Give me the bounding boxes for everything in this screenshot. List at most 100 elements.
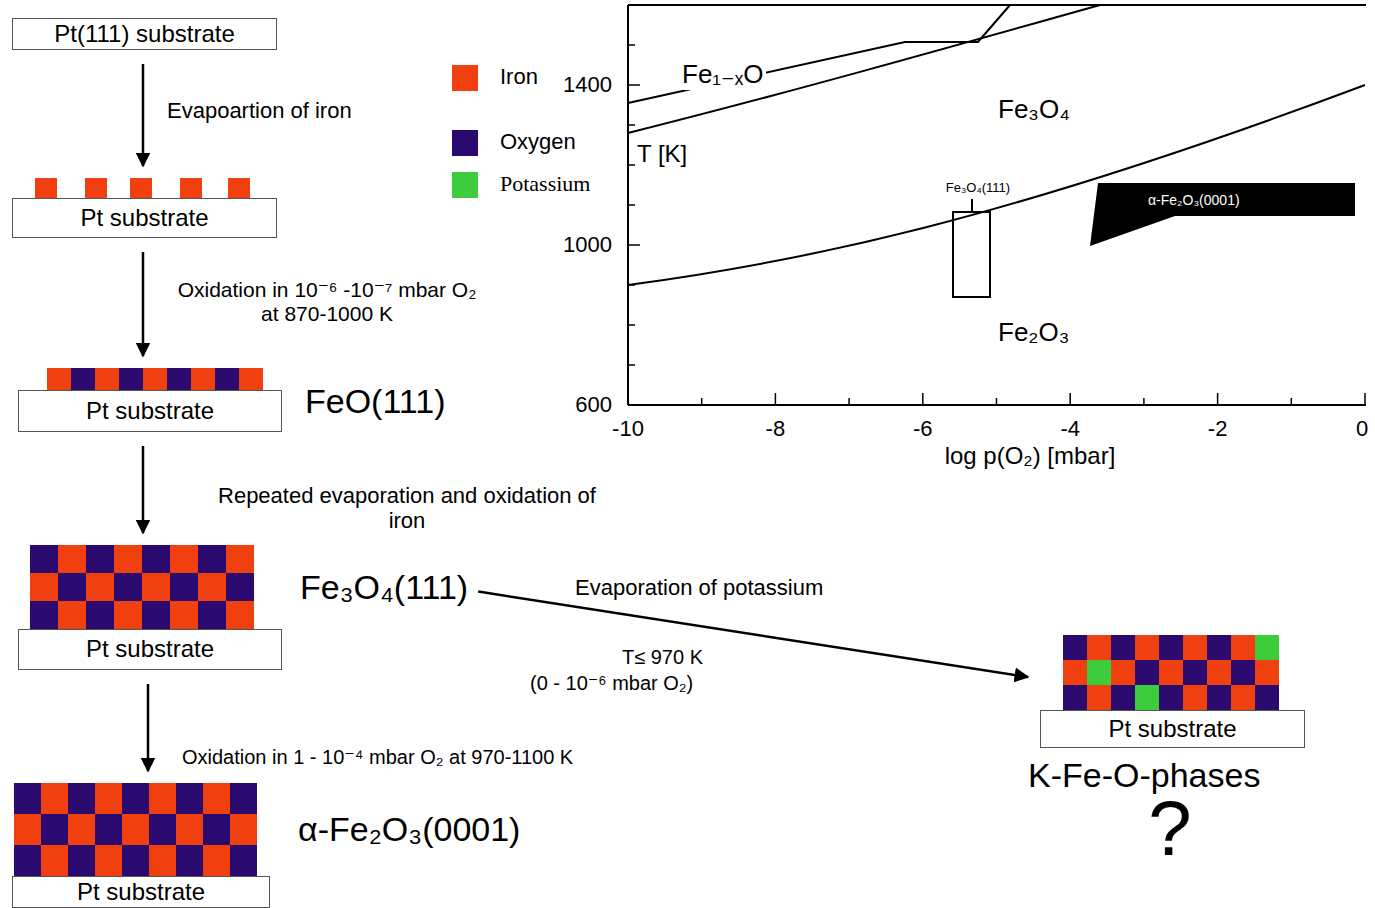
condition-label: T≤ 970 K — [622, 646, 703, 669]
substrate-box: Pt substrate — [18, 629, 282, 670]
iron-atom — [41, 845, 68, 876]
oxygen-atom — [86, 601, 114, 629]
oxygen-atom — [1183, 660, 1207, 685]
step-label: Oxidation in 1 - 10⁻⁴ mbar O₂ at 970-110… — [180, 746, 575, 769]
substrate-label: Pt(111) substrate — [54, 21, 235, 47]
tick-label: 0 — [1356, 416, 1368, 441]
oxygen-atom — [41, 814, 68, 845]
oxygen-atom — [170, 573, 198, 601]
iron-atom — [149, 845, 176, 876]
iron-atom — [114, 601, 142, 629]
iron-atom — [35, 178, 57, 198]
tick-label: -4 — [1060, 416, 1080, 441]
oxygen-atom — [203, 814, 230, 845]
tick — [628, 164, 635, 166]
oxygen-atom — [198, 601, 226, 629]
condition-label: (0 - 10⁻⁶ mbar O₂) — [530, 672, 693, 695]
iron-atom — [86, 573, 114, 601]
oxygen-atom — [149, 814, 176, 845]
iron-atom — [198, 573, 226, 601]
oxygen-atom — [14, 783, 41, 814]
iron-atom — [1183, 635, 1207, 660]
iron-atom — [1135, 635, 1159, 660]
tick — [628, 84, 640, 86]
substrate-label: Pt substrate — [86, 636, 214, 662]
layer-stack: Pt(111) substrate — [12, 18, 277, 50]
oxygen-atom — [71, 368, 95, 390]
tick-label: -6 — [913, 416, 933, 441]
iron-atom — [1255, 660, 1279, 685]
phase-boundary — [628, 5, 1100, 133]
iron-atom — [170, 601, 198, 629]
iron-atom — [130, 178, 152, 198]
oxygen-atom — [226, 573, 254, 601]
iron-atom — [85, 178, 107, 198]
axis-title: T [K] — [637, 140, 687, 168]
oxygen-atom — [167, 368, 191, 390]
region-label: Fe₃O₄(111) — [946, 181, 1010, 196]
substrate-label: Pt substrate — [77, 879, 205, 905]
y-axis — [627, 5, 629, 405]
iron-atom — [1087, 635, 1111, 660]
tick — [628, 244, 640, 246]
oxygen-atom — [1135, 660, 1159, 685]
oxygen-atom — [1207, 635, 1231, 660]
tick — [628, 124, 635, 126]
process-arrow — [142, 252, 145, 356]
phase-label: Fe₃O₄ — [998, 95, 1070, 125]
oxygen-atom — [176, 783, 203, 814]
iron-atom — [95, 845, 122, 876]
oxygen-atom — [1063, 635, 1087, 660]
tick-label: -10 — [612, 416, 644, 441]
iron-atom — [142, 573, 170, 601]
substrate-box: Pt substrate — [12, 876, 270, 908]
tick — [628, 44, 635, 46]
process-arrow — [147, 684, 150, 771]
tick-label: 1000 — [563, 232, 612, 257]
iron-atom — [1063, 660, 1087, 685]
oxygen-atom — [142, 601, 170, 629]
iron-atom — [228, 178, 250, 198]
tick — [1143, 398, 1145, 405]
iron-atom — [58, 601, 86, 629]
iron-atom — [41, 783, 68, 814]
growth-window — [953, 212, 990, 297]
legend-swatch — [452, 65, 478, 91]
oxygen-atom — [215, 368, 239, 390]
tick — [996, 398, 998, 405]
iron-atom — [203, 845, 230, 876]
iron-atom — [239, 368, 263, 390]
step-label: Evapoartion of iron — [165, 98, 354, 123]
iron-atom — [1231, 685, 1255, 710]
oxygen-atom — [1231, 660, 1255, 685]
potassium-atom — [1087, 660, 1111, 685]
oxygen-atom — [119, 368, 143, 390]
substrate-box: Pt substrate — [12, 198, 277, 238]
phase-heading: FeO(111) — [305, 382, 445, 421]
region-label: α-Fe₂O₃(0001) — [1148, 192, 1240, 208]
iron-atom — [1231, 635, 1255, 660]
process-arrow — [142, 64, 145, 166]
phase-heading: Fe₃O₄(111) — [300, 568, 468, 607]
phase-label: Fe₂O₃ — [998, 318, 1069, 348]
tick — [1217, 393, 1219, 405]
oxygen-atom — [1159, 635, 1183, 660]
oxygen-atom — [1111, 635, 1135, 660]
tick — [1069, 393, 1071, 405]
axis-title: log p(O₂) [mbar] — [945, 442, 1116, 470]
iron-atom — [226, 545, 254, 573]
iron-atom — [114, 545, 142, 573]
oxygen-atom — [122, 783, 149, 814]
iron-atom — [176, 814, 203, 845]
phase-heading: K-Fe-O-phases — [1028, 756, 1260, 795]
oxygen-atom — [58, 573, 86, 601]
oxygen-atom — [14, 845, 41, 876]
oxygen-atom — [86, 545, 114, 573]
layer-stack: Pt substrate — [12, 178, 277, 238]
axis-ticks — [628, 5, 1365, 405]
layer-stack: Pt substrateFe₃O₄(111) — [18, 545, 282, 670]
tick-label: 1400 — [563, 72, 612, 97]
phase-label: Fe₁₋ₓO — [680, 60, 766, 90]
layer-stack: Pt substrateα-Fe₂O₃(0001) — [12, 783, 270, 908]
iron-atom — [226, 601, 254, 629]
